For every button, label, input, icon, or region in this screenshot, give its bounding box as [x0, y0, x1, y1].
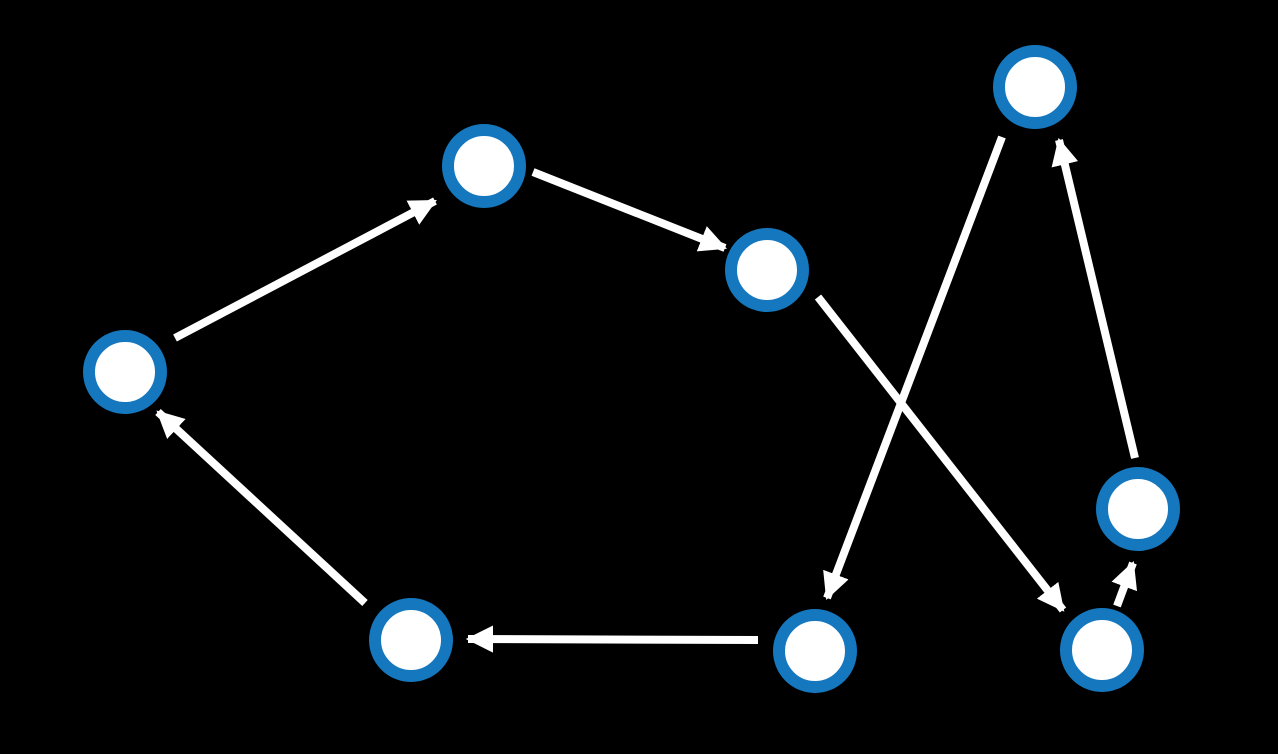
graph-edge-n4-n2 — [173, 197, 437, 342]
graph-edge-n7-n6 — [465, 625, 759, 653]
graph-edge-n8-n5 — [1111, 560, 1138, 608]
edges-layer — [155, 135, 1139, 653]
bottom-left-node — [369, 598, 453, 682]
left-node — [83, 330, 167, 414]
center-node — [725, 228, 809, 312]
graph-edge-n3-n8 — [814, 294, 1067, 613]
graph-edge-n2-n3 — [531, 168, 728, 252]
graph-edge-n5-n1 — [1051, 137, 1139, 459]
bottom-right-node — [1060, 608, 1144, 692]
right-node — [1096, 467, 1180, 551]
upper-middle-node — [442, 124, 526, 208]
bottom-middle-node — [773, 609, 857, 693]
nodes-layer — [83, 45, 1180, 693]
graph-edge-n6-n4 — [155, 409, 368, 606]
graph-edge-n1-n7 — [823, 135, 1006, 601]
top-right-node — [993, 45, 1077, 129]
